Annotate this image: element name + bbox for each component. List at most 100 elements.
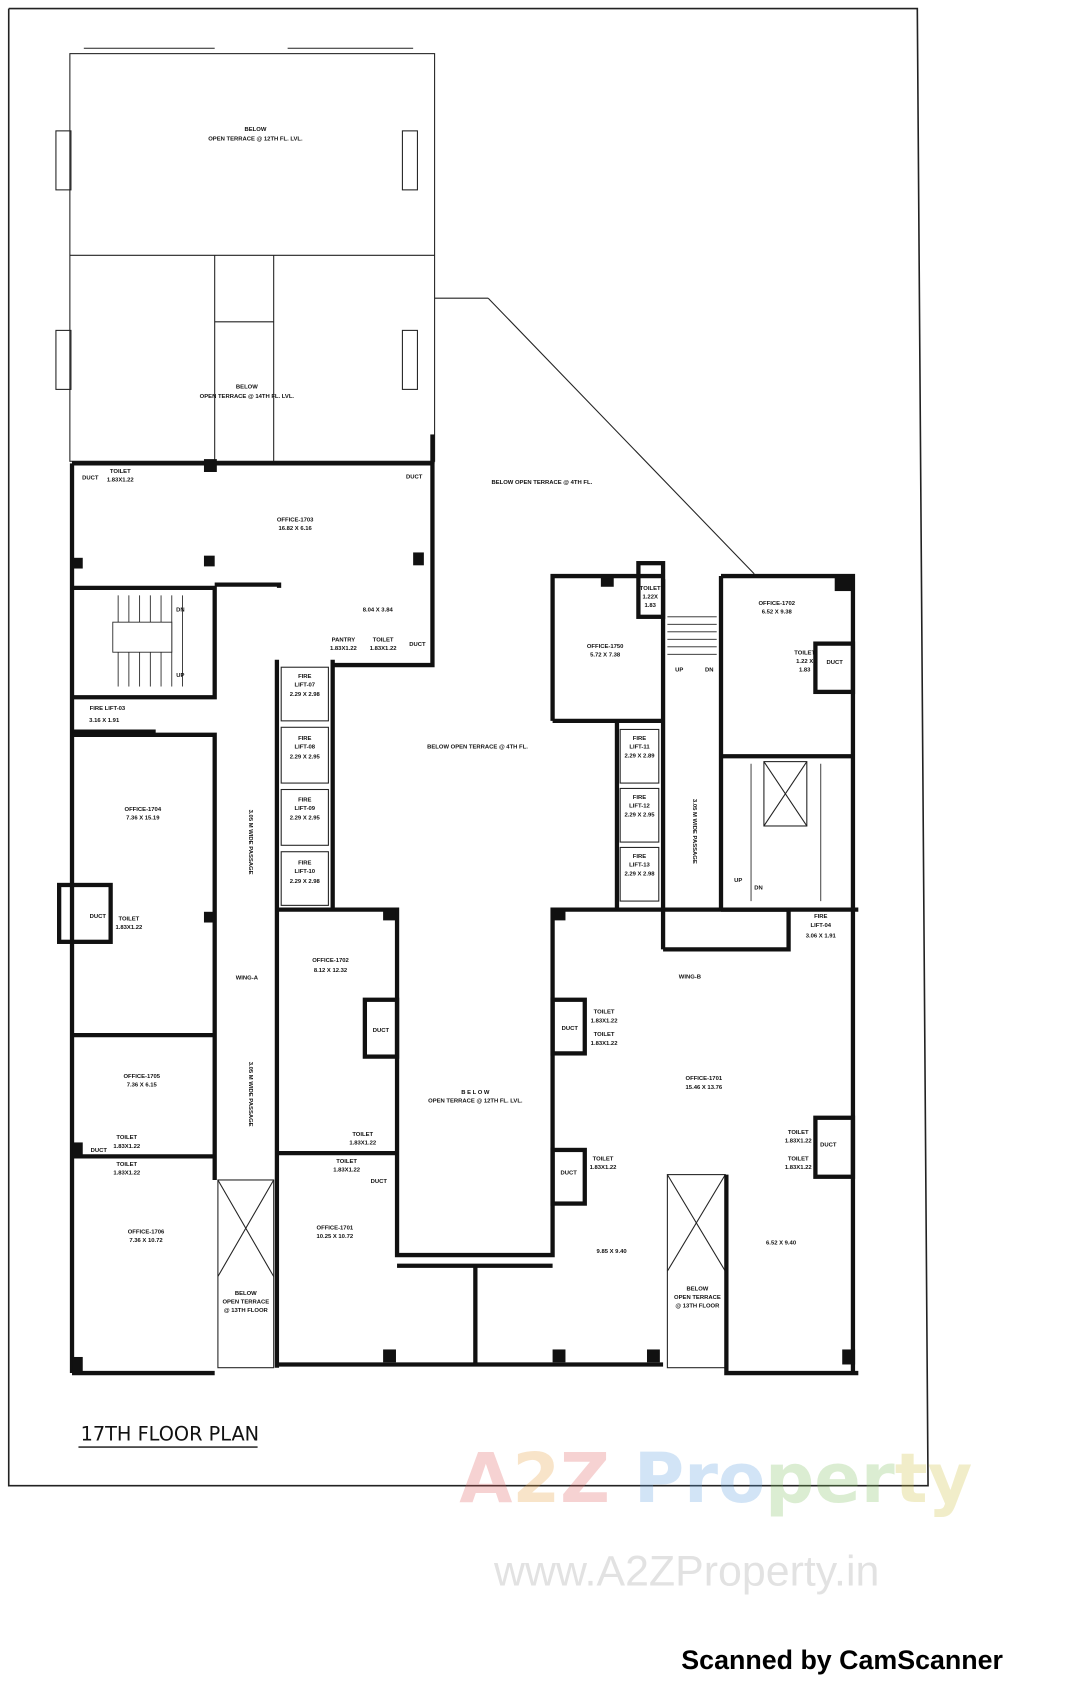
label: 3.05 M WIDE PASSAGE [247,1062,253,1127]
label: OFFICE-1702 [758,601,795,607]
label: WING-A [236,975,259,981]
label: FIRE LIFT-03 [90,706,126,712]
label: 1.83X1.22 [785,1138,813,1144]
label: FIRE [814,914,827,920]
label: OFFICE-1703 [277,517,314,523]
label: TOILET [788,1130,809,1136]
label: UP [675,668,683,674]
label: 1.83X1.22 [591,1041,619,1047]
plan-title: 17TH FLOOR PLAN [81,1423,260,1446]
label: DUCT [561,1171,578,1177]
label: LIFT-10 [295,869,316,875]
label: 1.83X1.22 [370,646,398,652]
label: 1.83X1.22 [113,1144,141,1150]
label: 6.52 X 9.40 [766,1240,797,1246]
label: FIRE [298,674,311,680]
scanner-credit: Scanned by CamScanner [681,1645,1003,1675]
label: TOILET [593,1157,614,1163]
sheet-border [7,7,929,1487]
label: TOILET [794,650,815,656]
label: BELOW [686,1286,708,1292]
label: 8.04 X 3.84 [363,607,394,613]
label: OPEN TERRACE @ 12TH FL. LVL. [428,1099,523,1105]
label: 1.83X1.22 [330,646,358,652]
label: @ 13TH FLOOR [675,1304,720,1310]
label: 1.83X1.22 [113,1171,141,1177]
label: 2.29 X 2.98 [624,871,655,877]
label: 1.83 [644,603,656,609]
label: DN [705,668,714,674]
label: FIRE [633,795,646,801]
label: TOILET [373,637,394,643]
label: BELOW [245,127,267,133]
label: @ 13TH FLOOR [224,1308,269,1314]
label: DUCT [371,1179,388,1185]
label: TOILET [118,916,139,922]
label: 8.12 X 12.32 [314,968,348,974]
label: PANTRY [332,637,356,643]
label: TOILET [788,1157,809,1163]
label: 1.83X1.22 [785,1165,813,1171]
label: TOILET [116,1162,137,1168]
staircase-wing-a [112,595,183,687]
label: BELOW OPEN TERRACE @ 4TH FL. [492,480,593,486]
label: LIFT-12 [629,804,650,810]
label: BELOW [235,1291,257,1297]
label: FIRE [633,736,646,742]
label: 3.05 M WIDE PASSAGE [247,810,253,875]
columns [72,459,856,1374]
watermark-text: www.A2ZProperty.in [493,1547,879,1595]
label: 1.83X1.22 [115,925,143,931]
walls [57,434,859,1376]
label: LIFT-07 [295,683,316,689]
label: LIFT-08 [295,745,316,751]
label: TOILET [116,1135,137,1141]
label: 16.82 X 6.16 [278,526,312,532]
label: FIRE [298,736,311,742]
label: 2.29 X 2.95 [624,812,655,818]
label: 2.29 X 2.89 [624,753,655,759]
label: 7.36 X 6.15 [127,1083,158,1089]
label: OFFICE-1750 [587,644,624,650]
label: 2.29 X 2.95 [290,754,321,760]
label: TOILET [110,469,131,475]
label: UP [176,673,184,679]
label: TOILET [594,1010,615,1016]
label: 7.36 X 10.72 [129,1238,163,1244]
label: 2.29 X 2.95 [290,816,321,822]
room-labels: BELOW OPEN TERRACE @ 12TH FL. LVL. BELOW… [82,127,843,1314]
label: DUCT [820,1143,837,1149]
label: B E L O W [461,1090,490,1096]
label: 7.36 X 15.19 [126,816,160,822]
a2z-logo: A2Z Property [459,1439,972,1519]
label: DN [754,885,762,891]
label: DN [176,607,185,613]
label: OPEN TERRACE @ 14TH FL. LVL. [200,394,295,400]
label: DUCT [91,1148,108,1154]
label: WING-B [679,974,701,980]
label: 3.06 X 1.91 [806,934,837,940]
label: OFFICE-1706 [128,1230,165,1236]
label: 2.29 X 2.98 [290,879,321,885]
label: TOILET [336,1159,357,1165]
label: DUCT [373,1028,390,1034]
label: 1.22X [643,595,658,601]
label: OPEN TERRACE [222,1299,269,1305]
label: DUCT [90,914,107,920]
logo-text: A2Z Property [459,1439,972,1519]
label: DUCT [406,474,423,480]
upper-terraces [55,47,755,575]
label: OFFICE-1705 [123,1074,160,1080]
label: 1.83X1.22 [107,478,135,484]
label: DUCT [562,1026,579,1032]
label: 5.72 X 7.38 [590,652,621,658]
label: FIRE [298,861,311,867]
label: UP [734,878,742,884]
label: LIFT-09 [295,806,316,812]
label: TOILET [640,586,661,592]
label: 1.83 [799,668,811,674]
label: FIRE [298,797,311,803]
label: OPEN TERRACE @ 12TH FL. LVL. [208,137,303,143]
label: DUCT [82,475,99,481]
